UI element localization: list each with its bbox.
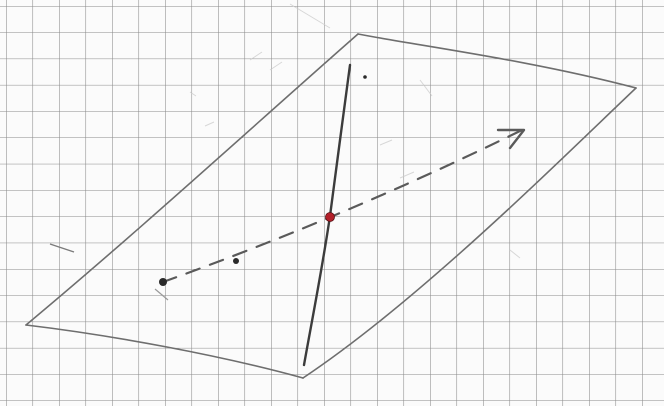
plane-edge-left [25,33,359,326]
plane-outline [25,33,637,379]
start-point [159,278,167,286]
stray-tick [154,288,169,301]
plane-edge-right [302,87,637,379]
plane-edge-top [357,33,637,89]
plane-edge-bottom [25,324,304,379]
dash-dot [233,258,239,264]
arrow-head [496,128,526,150]
faint-smudges [189,3,521,259]
dashed-vector-line [161,128,524,284]
small-dot-top [363,75,367,79]
dashed-vector-arrow [161,128,526,284]
stray-mark [49,243,75,253]
intersection-point [325,212,335,222]
